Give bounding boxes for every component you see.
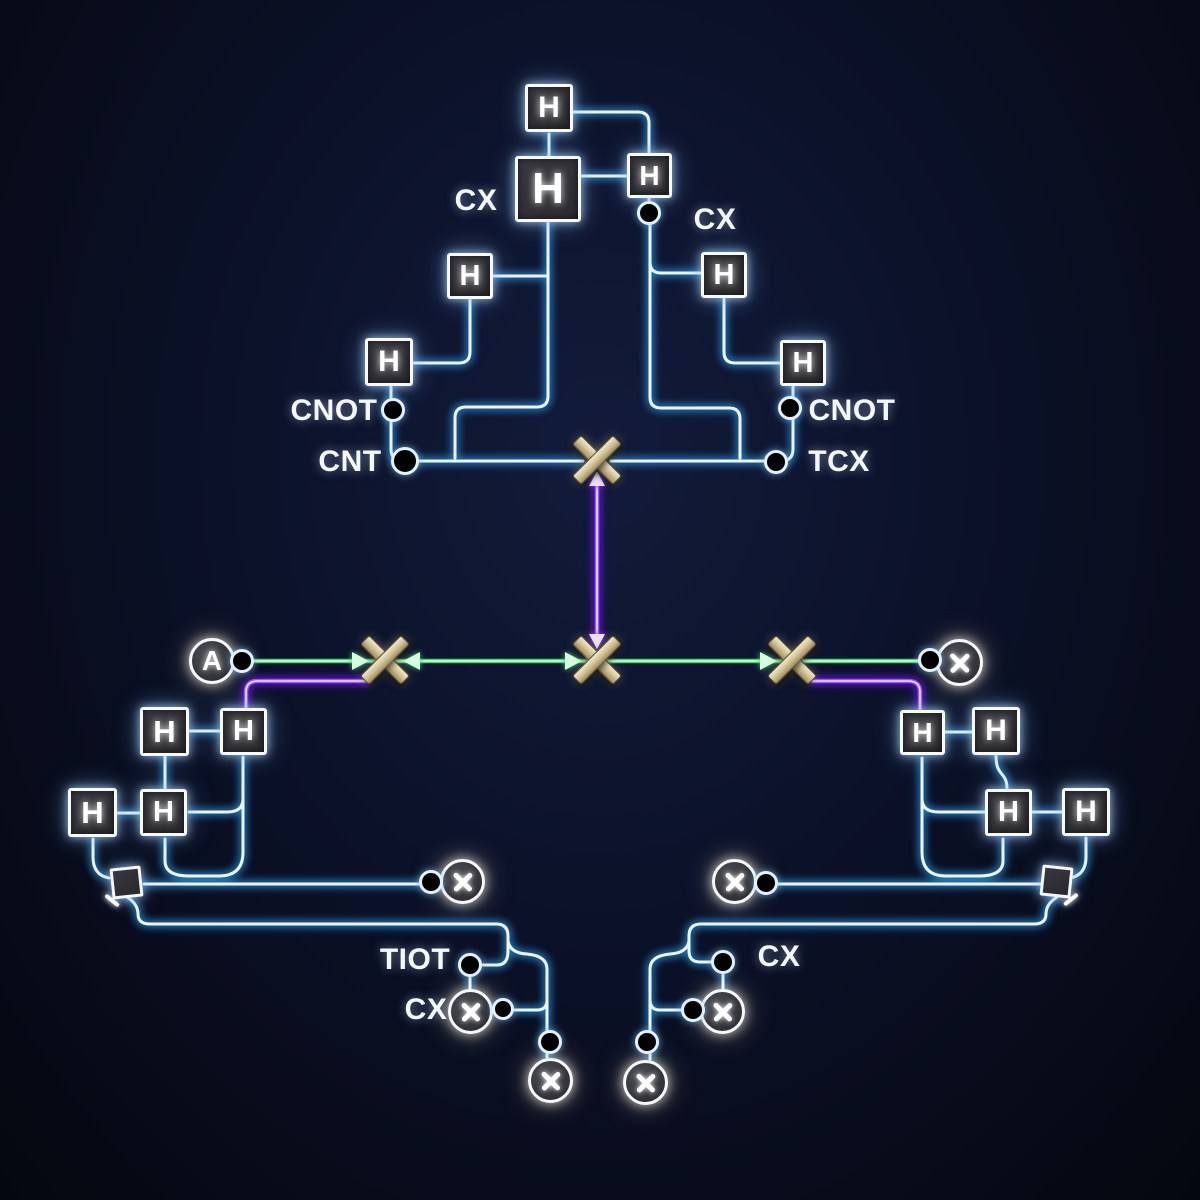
purple-arrowheads	[589, 471, 605, 649]
hadamard-gate-lower-right-3: H	[985, 789, 1032, 836]
hadamard-gate-lower-right-1: H	[900, 710, 945, 755]
target-icon-bottom-center-right	[623, 1060, 668, 1105]
label-cnot-right: CNOT	[808, 394, 896, 427]
label-cx-bottom-right: CX	[757, 940, 801, 973]
meter-gate-right	[1039, 864, 1079, 907]
control-dot-middle-right	[918, 648, 942, 672]
control-dot-top	[637, 201, 661, 225]
hadamard-gate-top: H	[525, 84, 573, 132]
control-dot-cnot-left	[381, 398, 405, 422]
target-icon-bottom-right	[712, 859, 757, 904]
hadamard-gate-lower-left-1: H	[140, 707, 189, 756]
target-icon-bottom-left	[440, 859, 485, 904]
control-dot-cnot-right	[778, 396, 802, 420]
hadamard-gate-mid-right-upper: H	[701, 252, 747, 298]
swap-cross-center-top	[569, 432, 625, 488]
control-dot-cnt-left	[391, 447, 419, 475]
control-dot-bottom-center-left	[538, 1030, 562, 1054]
target-icon-cx-left	[448, 989, 493, 1034]
green-arrowheads	[352, 652, 777, 670]
control-dot-bottom-center-right	[635, 1030, 659, 1054]
hadamard-gate-lower-right-4: H	[1062, 788, 1110, 836]
control-dot-cx-left	[492, 998, 514, 1020]
control-dot-ancilla	[230, 649, 254, 673]
label-tcx-right: TCX	[808, 445, 870, 478]
target-icon-cx-right	[700, 989, 745, 1034]
hadamard-gate-lower-right-2: H	[972, 707, 1020, 755]
ancilla-circle: A	[189, 638, 235, 684]
swap-cross-middle-right	[764, 632, 820, 688]
hadamard-gate-top-right: H	[627, 153, 672, 198]
control-dot-bottom-right	[754, 871, 778, 895]
hadamard-gate-mid-right-lower: H	[780, 340, 826, 386]
target-icon-middle-right	[936, 639, 983, 686]
label-tiot: TIOT	[379, 943, 451, 976]
hadamard-gate-center-large: H	[515, 156, 581, 222]
swap-cross-middle-left	[357, 632, 413, 688]
hadamard-gate-lower-left-3: H	[68, 788, 117, 837]
label-cx-top-left: CX	[454, 184, 498, 217]
control-dot-cx-right-target	[681, 998, 705, 1022]
label-cx-top-right: CX	[693, 203, 737, 236]
target-icon-bottom-center-left	[528, 1058, 573, 1103]
control-dot-tiot	[458, 953, 482, 977]
meter-gate-left	[104, 865, 144, 908]
hadamard-gate-lower-left-2: H	[220, 708, 267, 755]
label-cnot-left: CNOT	[290, 394, 378, 427]
label-cnt-left: CNT	[318, 445, 382, 478]
label-cx-bottom-left: CX	[404, 993, 448, 1026]
control-dot-cx-right	[711, 950, 735, 974]
swap-cross-middle-center	[569, 632, 625, 688]
hadamard-gate-mid-left-lower: H	[365, 338, 413, 386]
hadamard-gate-mid-left-upper: H	[447, 253, 493, 299]
control-dot-tcx-right	[764, 450, 788, 474]
hadamard-gate-lower-left-4: H	[140, 789, 187, 836]
control-dot-bottom-left	[419, 870, 443, 894]
